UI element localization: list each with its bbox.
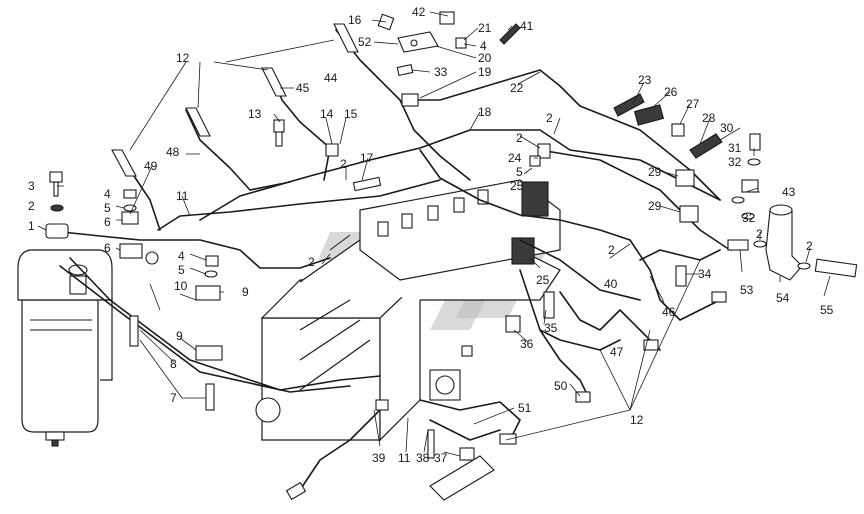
part-number-labels: 16 42 21 41 52 4 20 12 44 33 19 22 45 23… <box>28 5 834 465</box>
label-26: 26 <box>664 85 678 99</box>
label-17: 17 <box>360 151 374 165</box>
label-5-a: 5 <box>516 165 523 179</box>
label-21: 21 <box>478 21 492 35</box>
label-3: 3 <box>28 179 35 193</box>
label-22: 22 <box>510 81 524 95</box>
label-55: 55 <box>820 303 834 317</box>
label-16: 16 <box>348 13 362 27</box>
label-2-b: 2 <box>516 131 523 145</box>
label-51: 51 <box>518 401 532 415</box>
label-2-g: 2 <box>806 239 813 253</box>
label-45: 45 <box>296 81 310 95</box>
label-2-e: 2 <box>308 255 315 269</box>
label-42: 42 <box>412 5 426 19</box>
label-10: 10 <box>174 279 188 293</box>
label-1: 1 <box>28 219 35 233</box>
label-2-d: 2 <box>28 199 35 213</box>
fuel-pipes <box>59 29 731 491</box>
label-15: 15 <box>344 107 358 121</box>
label-43: 43 <box>782 185 796 199</box>
label-2-f: 2 <box>756 227 763 241</box>
label-9-a: 9 <box>242 285 249 299</box>
label-23: 23 <box>638 73 652 87</box>
label-2-h: 2 <box>608 243 615 257</box>
label-32-a: 32 <box>728 155 742 169</box>
label-4: 4 <box>480 39 487 53</box>
injector-pump <box>359 179 561 281</box>
label-6-a: 6 <box>104 215 111 229</box>
label-7: 7 <box>170 391 177 405</box>
label-5-c: 5 <box>178 263 185 277</box>
label-27: 27 <box>686 97 700 111</box>
label-48: 48 <box>166 145 180 159</box>
label-12-b: 12 <box>630 413 644 427</box>
label-32-b: 32 <box>742 211 756 225</box>
label-8: 8 <box>170 357 177 371</box>
label-25-a: 25 <box>510 179 524 193</box>
label-34: 34 <box>698 267 712 281</box>
label-6-b: 6 <box>104 241 111 255</box>
label-44: 44 <box>324 71 338 85</box>
label-20: 20 <box>478 51 492 65</box>
injector-brackets <box>111 23 359 177</box>
label-40: 40 <box>604 277 618 291</box>
label-5-b: 5 <box>104 201 111 215</box>
label-46: 46 <box>662 305 676 319</box>
label-31: 31 <box>728 141 742 155</box>
label-53: 53 <box>740 283 754 297</box>
label-14: 14 <box>320 107 334 121</box>
hardware-parts <box>45 11 858 501</box>
label-29-b: 29 <box>648 199 662 213</box>
label-2-a: 2 <box>546 111 553 125</box>
label-41: 41 <box>520 19 534 33</box>
label-35: 35 <box>544 321 558 335</box>
label-12: 12 <box>176 51 190 65</box>
label-52: 52 <box>358 35 372 49</box>
label-37: 37 <box>434 451 448 465</box>
label-4-b: 4 <box>104 187 111 201</box>
label-24: 24 <box>508 151 522 165</box>
label-28: 28 <box>702 111 716 125</box>
label-29-a: 29 <box>648 165 662 179</box>
label-36: 36 <box>520 337 534 351</box>
label-25-b: 25 <box>536 273 550 287</box>
label-33: 33 <box>434 65 448 79</box>
leader-lines <box>37 11 831 457</box>
label-54: 54 <box>776 291 790 305</box>
label-19: 19 <box>478 65 492 79</box>
label-18: 18 <box>478 105 492 119</box>
label-13: 13 <box>248 107 262 121</box>
label-30: 30 <box>720 121 734 135</box>
label-50: 50 <box>554 379 568 393</box>
label-2-c: 2 <box>340 157 347 171</box>
label-49: 49 <box>144 159 158 173</box>
label-39: 39 <box>372 451 386 465</box>
label-11-a: 11 <box>176 189 189 203</box>
label-38: 38 <box>416 451 430 465</box>
label-11-b: 11 <box>398 451 411 465</box>
label-4-c: 4 <box>178 249 185 263</box>
label-47: 47 <box>610 345 624 359</box>
label-9-b: 9 <box>176 329 183 343</box>
fuel-filter-assembly <box>17 249 113 447</box>
